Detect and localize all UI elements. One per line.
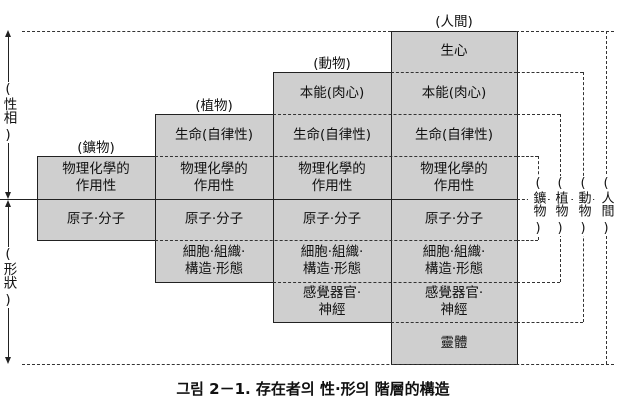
top-boundary-dashed-line [22,31,391,32]
top-boundary-dashed-line-right [516,31,614,32]
cell-human-mind: 生心 [440,43,468,59]
cell-plant-physchem: 物理化學的 作用性 [180,160,248,194]
bracket-plant-top [517,114,560,115]
bracket-animal-bottom [517,322,583,323]
human-column-box [391,31,517,364]
cell-animal-sense: 感覺器官· 神經 [302,285,362,318]
cell-plant-cell: 細胞·組織· 構造·形態 [182,244,246,277]
cell-human-physchem: 物理化學的 作用性 [420,160,488,194]
right-label-mineral: (鑛物) [528,176,548,236]
bracket-animal-top [517,72,583,73]
cell-human-cell: 細胞·組織· 構造·形態 [422,244,486,277]
row-divider-sense [391,322,517,323]
cell-human-instinct: 本能(肉心) [421,84,487,101]
bottom-boundary-dashed-line [22,364,614,365]
cell-animal-atom: 原子·分子 [302,211,362,227]
left-arrow-hyung-down-head [5,357,11,364]
sung-hyung-divider [0,199,517,200]
cell-human-atom: 原子·分子 [424,211,484,227]
cell-plant-atom: 原子·分子 [184,211,244,227]
bracket-mineral-bottom [517,240,538,241]
left-arrow-hyung-up-head [5,200,11,207]
row-divider-atom [155,240,517,241]
cell-animal-cell: 細胞·組織· 構造·形態 [300,244,364,277]
cell-mineral-physchem: 物理化學的 作用性 [62,160,130,194]
row-divider-life [155,156,517,157]
cell-human-sense: 感覺器官· 神經 [424,285,484,318]
animal-column-box [273,72,391,322]
left-arrow-sung-down-head [5,192,11,199]
bracket-mineral-top [517,156,538,157]
row-divider-cell [273,282,517,283]
right-label-human: (人間) [596,176,616,236]
bracket-plant-bottom [517,282,560,283]
right-label-plant: (植物) [550,176,570,236]
cell-human-spirit: 靈體 [440,334,468,351]
cell-animal-life: 生命(自律性) [292,126,372,143]
header-animal: (動物) [313,56,351,72]
row-divider-mind [391,72,517,73]
plant-column-box [155,114,273,282]
cell-mineral-atom: 原子·分子 [66,211,126,227]
header-plant: (植物) [195,98,233,114]
cell-plant-life: 生命(自律性) [174,126,254,143]
header-mineral: (鑛物) [77,140,115,156]
left-arrow-sung-up-head [5,30,11,37]
cell-human-life: 生命(自律性) [414,126,494,143]
left-label-sung: (性相) [0,82,19,143]
left-label-hyung: (形狀) [0,247,19,308]
row-divider-instinct [273,114,517,115]
figure-caption: 그림 2－1. 存在者의 性·形의 階層的構造 [176,380,450,398]
row-divider-atom-mineral [37,240,155,241]
cell-animal-instinct: 本能(肉心) [299,84,365,101]
cell-animal-physchem: 物理化學的 作用性 [298,160,366,194]
mineral-column-box [37,156,155,240]
right-label-animal: (動物) [573,176,593,236]
header-human: (人間) [435,14,473,30]
